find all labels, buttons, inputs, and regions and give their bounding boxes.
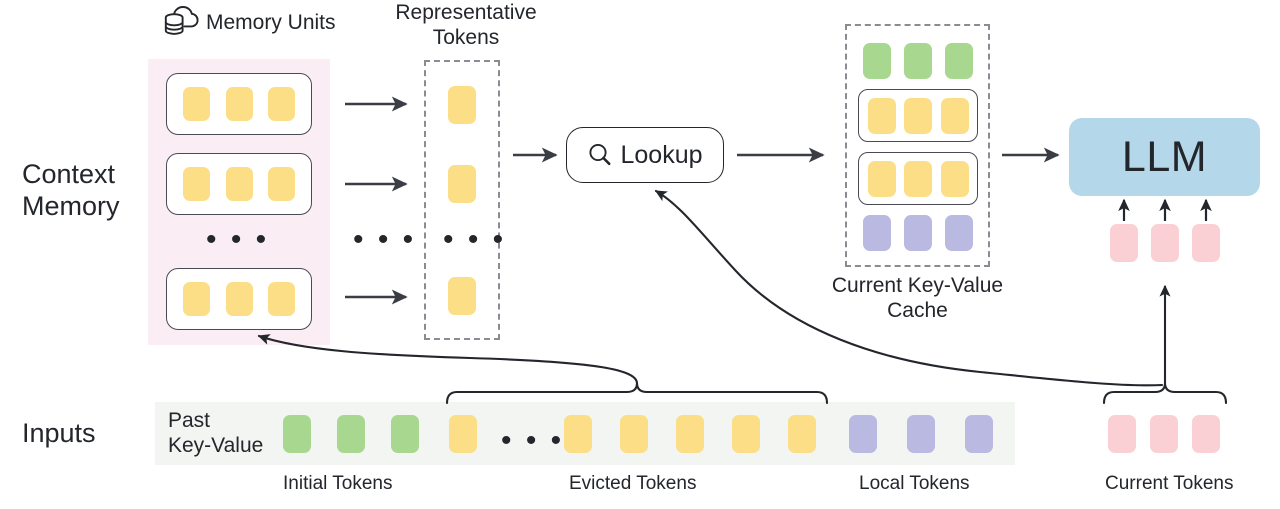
input-token-current-3 <box>1192 415 1220 453</box>
kv-token <box>940 160 969 197</box>
input-token-evicted-5 <box>732 415 760 453</box>
input-token-initial-3 <box>391 415 419 453</box>
memory-token <box>182 282 210 316</box>
memory-token <box>182 167 210 201</box>
input-token-local-2 <box>907 415 935 453</box>
cloud-database-icon <box>164 6 199 35</box>
representative-tokens-line2: Tokens <box>432 25 500 49</box>
memory-units-header: Memory Units <box>160 2 360 46</box>
kv-token <box>867 160 896 197</box>
memory-token <box>225 282 253 316</box>
lookup-box[interactable]: Lookup <box>566 127 724 183</box>
inputs-label: Inputs <box>22 418 96 448</box>
kv-token <box>945 215 973 251</box>
evicted-tokens-caption: Evicted Tokens <box>569 473 697 494</box>
memory-token <box>225 167 253 201</box>
memory-token <box>268 282 296 316</box>
kv-token <box>867 97 896 134</box>
input-token-current-2 <box>1150 415 1178 453</box>
representative-token-1 <box>448 86 476 124</box>
kv-cache-caption-line1: Current Key-Value <box>831 274 1004 297</box>
memory-token <box>182 87 210 121</box>
input-token-evicted-1 <box>449 415 477 453</box>
representative-tokens-line1: Representative <box>395 1 537 24</box>
input-token-local-3 <box>965 415 993 453</box>
kv-token <box>904 43 932 79</box>
search-icon <box>589 143 611 166</box>
input-token-current-1 <box>1108 415 1136 453</box>
llm-label: LLM <box>1121 132 1208 181</box>
current-tokens-caption: Current Tokens <box>1105 473 1234 494</box>
representative-tokens-ellipsis: • • • <box>443 223 507 256</box>
kv-cache-caption: Current Key-Value Cache <box>806 274 1029 324</box>
input-token-evicted-2 <box>564 415 592 453</box>
kv-cache-row-local <box>863 214 973 252</box>
context-memory-label: Context Memory <box>22 159 152 223</box>
input-token-initial-2 <box>337 415 365 453</box>
memory-units-ellipsis: • • • <box>206 223 270 256</box>
lookup-label: Lookup <box>620 140 703 169</box>
memory-token <box>225 87 253 121</box>
memory-unit-1[interactable] <box>166 73 312 135</box>
brace-evicted-tokens <box>445 382 829 405</box>
kv-cache-row-retrieved-1[interactable] <box>858 89 978 142</box>
initial-tokens-caption: Initial Tokens <box>283 473 393 494</box>
input-token-evicted-6 <box>788 415 816 453</box>
brace-current-tokens <box>1102 382 1228 405</box>
input-tokens-ellipsis: • • • <box>501 424 565 457</box>
kv-cache-row-retrieved-2[interactable] <box>858 152 978 205</box>
kv-token <box>945 43 973 79</box>
representative-token-3 <box>448 277 476 315</box>
memory-units-label: Memory Units <box>206 11 336 34</box>
memory-token <box>268 87 296 121</box>
context-memory-line1: Context <box>22 159 116 189</box>
past-kv-line2: Key-Value <box>168 433 264 457</box>
input-token-local-1 <box>849 415 877 453</box>
llm-input-token-1 <box>1110 224 1138 262</box>
kv-cache-row-initial <box>863 42 973 80</box>
kv-token <box>940 97 969 134</box>
context-memory-line2: Memory <box>22 190 120 221</box>
kv-token <box>904 97 932 134</box>
past-key-value-label: Past Key-Value <box>168 409 278 459</box>
llm-input-token-2 <box>1151 224 1179 262</box>
input-token-evicted-3 <box>620 415 648 453</box>
memory-token <box>268 167 296 201</box>
representative-token-2 <box>448 165 476 203</box>
past-kv-line1: Past <box>168 409 211 432</box>
memory-unit-3[interactable] <box>166 268 312 330</box>
llm-input-token-3 <box>1192 224 1220 262</box>
arrow-column-ellipsis: • • • <box>353 223 417 256</box>
representative-tokens-title: Representative Tokens <box>375 1 557 51</box>
kv-token <box>863 43 891 79</box>
kv-token <box>904 160 932 197</box>
input-token-evicted-4 <box>676 415 704 453</box>
input-token-initial-1 <box>283 415 311 453</box>
kv-cache-caption-line2: Cache <box>887 298 948 322</box>
local-tokens-caption: Local Tokens <box>859 473 970 494</box>
llm-box[interactable]: LLM <box>1069 118 1260 196</box>
kv-token <box>863 215 891 251</box>
memory-unit-2[interactable] <box>166 153 312 215</box>
kv-token <box>904 215 932 251</box>
